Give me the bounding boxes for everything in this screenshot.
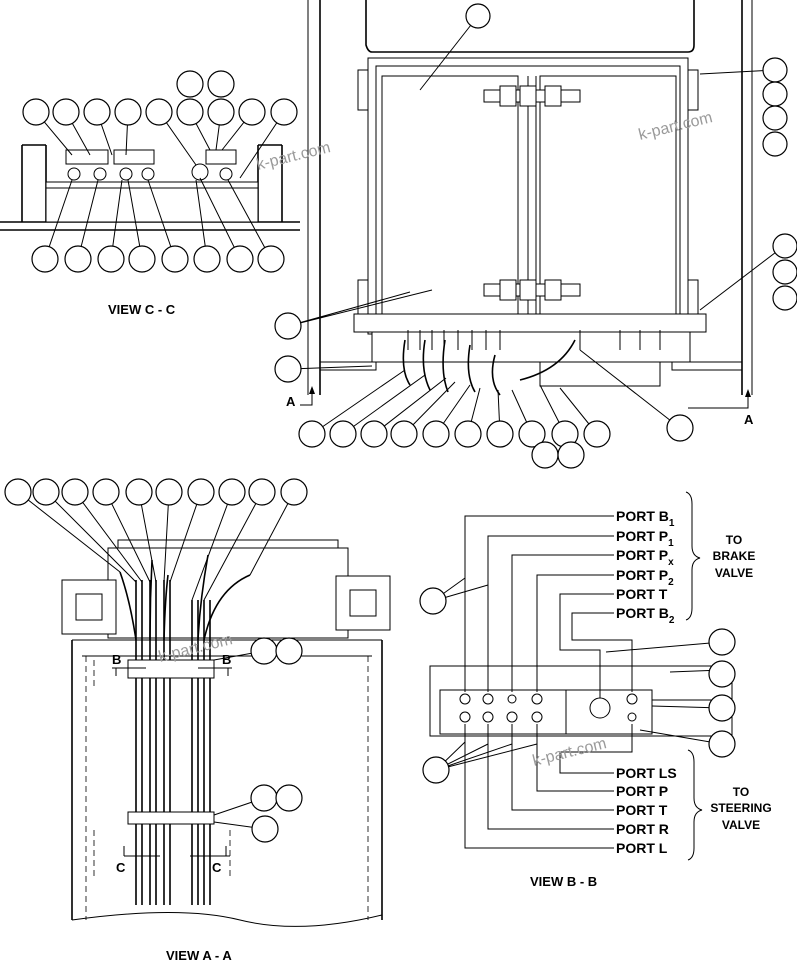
port-label-p2: PORT P2 (616, 567, 674, 588)
port-label-ls: PORT LS (616, 765, 677, 781)
view-c-c-title: VIEW C - C (108, 302, 176, 317)
section-mark-a-left: A (286, 394, 296, 409)
port-label-b2: PORT B2 (616, 605, 675, 626)
view-b-b-title: VIEW B - B (530, 874, 597, 889)
main-view: A A k-part.com (274, 0, 797, 469)
port-label-l: PORT L (616, 840, 668, 856)
section-mark-b-left: B (112, 652, 121, 667)
port-label-p1: PORT P1 (616, 528, 674, 549)
section-mark-c-left: C (116, 860, 126, 875)
view-c-c: k-part.com VIEW C - C (0, 70, 332, 317)
section-mark-b-right: B (222, 652, 231, 667)
brake-note-line3: VALVE (715, 566, 753, 580)
port-label-b1: PORT B1 (616, 508, 675, 529)
steering-note-line3: VALVE (722, 818, 760, 832)
port-label-t-lower: PORT T (616, 802, 668, 818)
steering-note-line2: STEERING (710, 801, 771, 815)
section-mark-a-right: A (744, 412, 754, 427)
view-a-a-title: VIEW A - A (166, 948, 232, 961)
watermark-view-b: k-part.com (531, 735, 608, 770)
port-label-p: PORT P (616, 783, 668, 799)
brake-note-line1: TO (726, 533, 742, 547)
view-b-b: PORT B1 PORT P1 PORT Px PORT P2 PORT T P… (419, 491, 772, 889)
steering-note-line1: TO (733, 785, 749, 799)
port-label-t-upper: PORT T (616, 586, 668, 602)
port-label-px: PORT Px (616, 547, 674, 568)
section-mark-c-right: C (212, 860, 222, 875)
brake-note-line2: BRAKE (713, 549, 756, 563)
port-label-r: PORT R (616, 821, 669, 837)
view-a-a: B B C C k-part.com VIEW A - A (4, 478, 391, 961)
